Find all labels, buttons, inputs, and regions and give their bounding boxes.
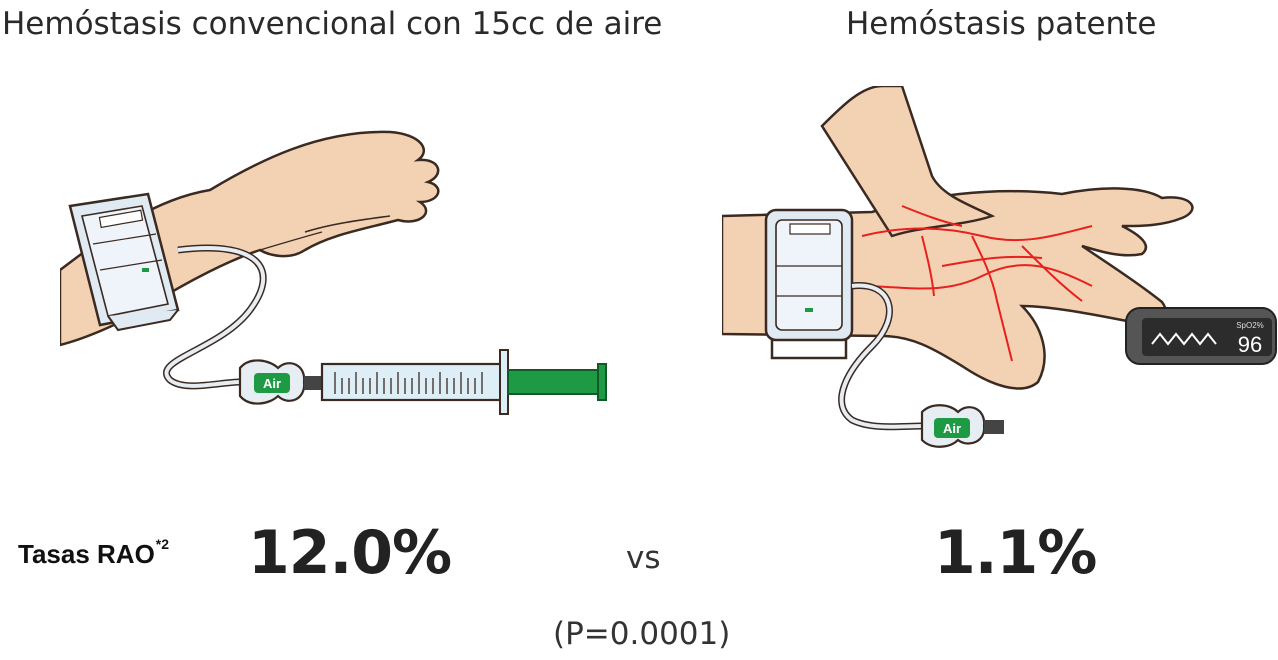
patent-hemostasis-illustration: Air SpO2% 96 (722, 86, 1277, 448)
versus-label: vs (626, 540, 661, 576)
rao-rates-label: Tasas RAO*2 (18, 536, 170, 569)
oximeter-reading: 96 (1238, 332, 1262, 357)
valve-label-right: Air (943, 421, 961, 436)
pulse-oximeter: SpO2% 96 (1125, 307, 1277, 365)
blood-vessels (861, 205, 1093, 362)
oximeter-unit: SpO2% (1236, 321, 1264, 330)
footnote-marker: *2 (155, 536, 170, 552)
p-value: (P=0.0001) (553, 616, 731, 652)
tr-band-right (764, 208, 854, 360)
title-patent-hemostasis: Hemóstasis patente (846, 6, 1157, 42)
rao-rate-patent: 1.1% (934, 518, 1097, 588)
air-valve-left: Air (238, 359, 322, 405)
title-conventional-hemostasis: Hemóstasis convencional con 15cc de aire (2, 6, 663, 42)
rao-rate-conventional: 12.0% (248, 518, 452, 588)
air-valve-right: Air (920, 404, 1004, 448)
conventional-hemostasis-illustration: Air (60, 130, 607, 415)
syringe (320, 349, 607, 415)
valve-label-left: Air (263, 376, 281, 391)
tr-band-left (68, 192, 180, 332)
